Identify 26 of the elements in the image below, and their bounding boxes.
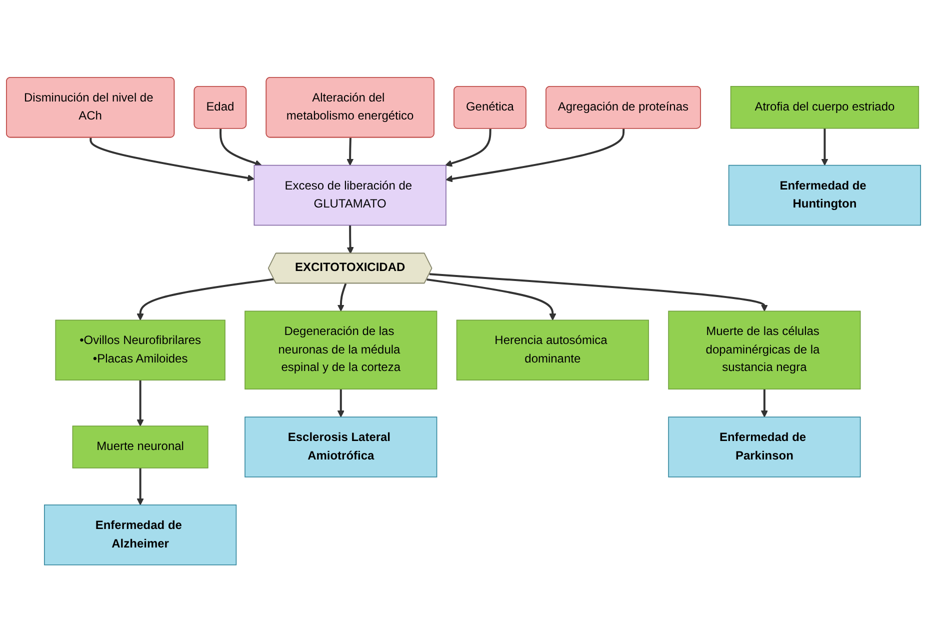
arrow bbox=[429, 273, 768, 312]
node-box: Exceso de liberación de GLUTAMATO bbox=[254, 165, 446, 226]
node-box: Degeneración de las neuronas de la médula espinal y de la corteza bbox=[244, 311, 438, 390]
arrow bbox=[136, 380, 144, 427]
arrow bbox=[760, 389, 768, 418]
arrow bbox=[346, 138, 354, 166]
arrow bbox=[220, 129, 262, 167]
arrow bbox=[136, 278, 274, 321]
node-box: Muerte de las células dopaminérgicas de la sustancia negra bbox=[668, 311, 861, 390]
node-box: Muerte neuronal bbox=[72, 426, 208, 469]
node-box: •Ovillos Neurofibrilares •Placas Amiloides bbox=[55, 320, 226, 381]
node-box: Enfermedad de Alzheimer bbox=[44, 504, 237, 566]
arrow bbox=[346, 226, 354, 254]
node-box: Herencia autosómica dominante bbox=[456, 320, 649, 381]
arrow bbox=[426, 278, 556, 321]
arrow bbox=[821, 128, 828, 166]
arrow bbox=[337, 389, 344, 418]
arrow bbox=[337, 284, 347, 312]
arrow bbox=[136, 468, 144, 506]
arrow bbox=[446, 129, 625, 183]
arrow bbox=[90, 138, 254, 182]
node-box: Enfermedad de Huntington bbox=[728, 165, 921, 226]
arrow bbox=[445, 129, 492, 168]
node-box: Atrofia del cuerpo estriado bbox=[730, 86, 920, 130]
node-box: Esclerosis Lateral Amiotrófica bbox=[244, 417, 438, 478]
node-box: Enfermedad de Parkinson bbox=[668, 417, 861, 478]
